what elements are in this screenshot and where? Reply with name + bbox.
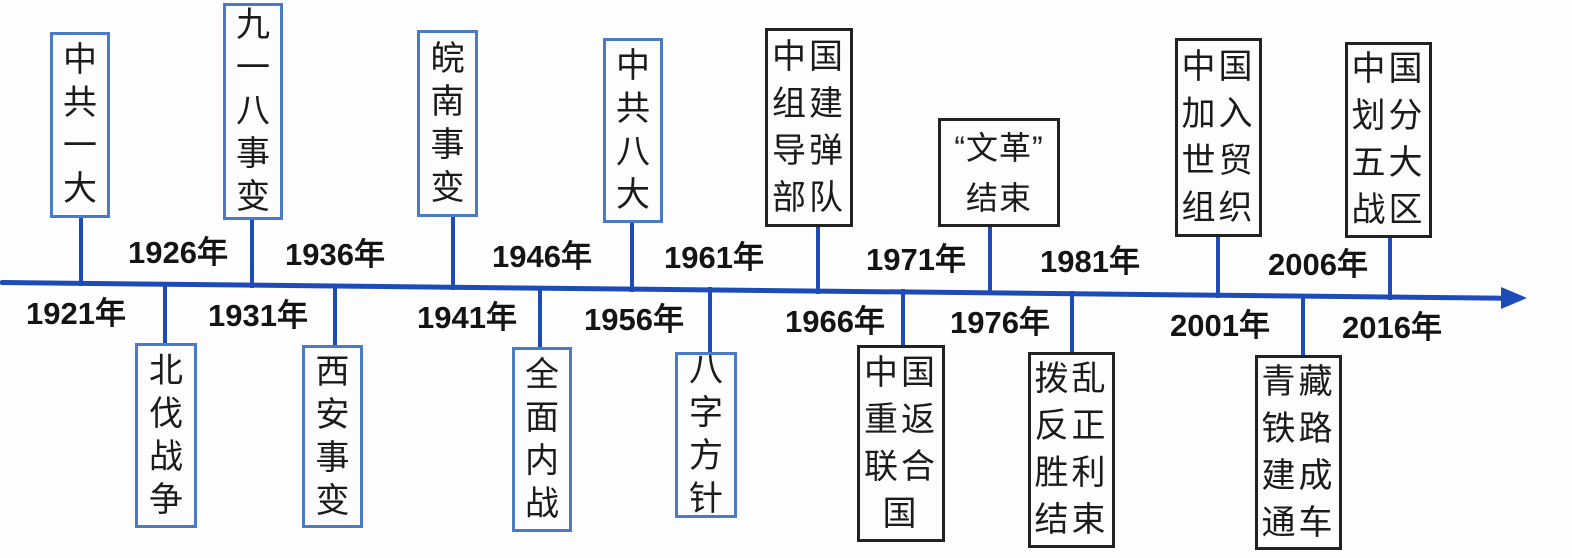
event-box-1926: 北 伐 战 争 [135,343,197,528]
year-label-1941: 1941年 [417,299,517,335]
year-label-2001: 2001年 [1170,307,1270,343]
event-box-1936: 西 安 事 变 [302,345,363,528]
event-box-1976: “文革” 结束 [938,118,1060,227]
event-connector-1931 [250,218,254,288]
event-connector-1981 [1070,291,1074,355]
event-box-2001: 中国 加入 世贸 组织 [1175,38,1262,237]
event-connector-1971 [901,289,905,348]
event-connector-1936 [333,283,337,348]
year-label-1921: 1921年 [26,295,126,331]
event-connector-1921 [79,216,83,286]
year-label-1956: 1956年 [584,301,684,337]
event-box-1961: 八 字 方 针 [675,351,737,518]
event-connector-2001 [1216,235,1220,298]
year-label-1936: 1936年 [285,236,385,272]
year-label-1981: 1981年 [1040,244,1140,280]
event-connector-1956 [630,221,634,292]
year-label-1966: 1966年 [785,303,885,339]
axis-arrowhead-icon [1501,287,1527,309]
event-box-1971: 中国 重返 联合 国 [857,345,945,542]
year-label-1961: 1961年 [664,240,764,276]
event-box-1931: 九 一 八 事 变 [223,3,283,220]
event-box-1966: 中国 组建 导弹 部队 [765,28,853,227]
event-box-2006: 青藏 铁路 建成 通车 [1255,355,1342,550]
event-box-1921: 中 共 一 大 [50,32,110,218]
event-connector-1946 [538,285,542,350]
year-label-2006: 2006年 [1268,246,1368,282]
year-label-1931: 1931年 [208,297,308,333]
event-connector-2006 [1301,293,1305,358]
event-box-1981: 拨乱 反正 胜利 结束 [1028,352,1115,548]
event-connector-1966 [816,225,820,294]
event-connector-1961 [708,287,712,355]
event-box-2016: 中国 划分 五大 战区 [1345,42,1432,238]
event-box-1941: 皖 南 事 变 [417,30,478,217]
year-label-2016: 2016年 [1342,309,1442,345]
year-label-1946: 1946年 [492,238,592,274]
year-label-1971: 1971年 [866,242,966,278]
year-label-1976: 1976年 [950,305,1050,341]
event-connector-1976 [988,225,992,296]
event-connector-1941 [451,215,455,290]
event-connector-1926 [163,281,167,346]
event-box-1946: 全 面 内 战 [512,347,572,532]
event-connector-2016 [1388,236,1392,300]
year-label-1926: 1926年 [128,234,228,270]
event-box-1956: 中 共 八 大 [603,38,663,223]
